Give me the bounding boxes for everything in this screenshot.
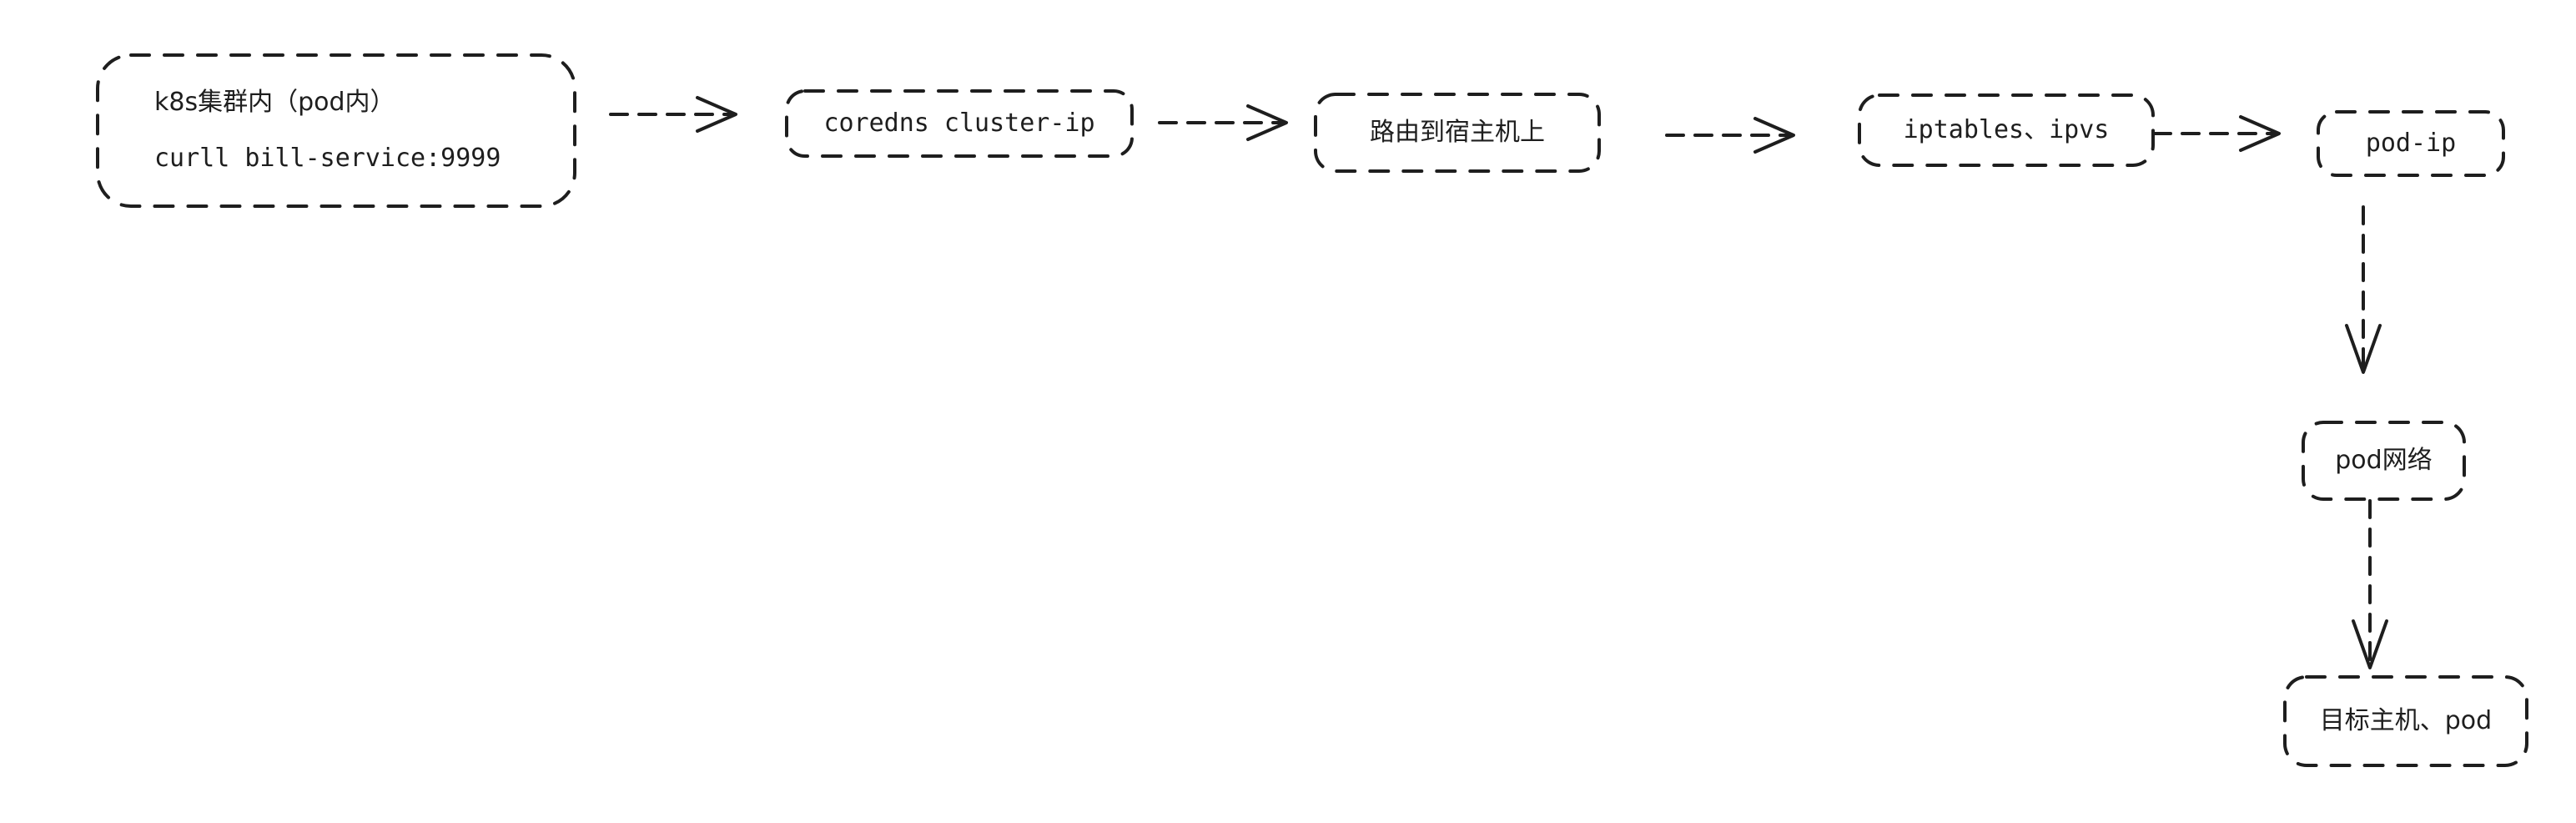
arrowhead-icon (2345, 324, 2382, 374)
node-coredns[interactable]: coredns cluster-ip (787, 91, 1132, 156)
node-source-label-line-1: k8s集群内（pod内） (154, 88, 395, 117)
node-podip[interactable]: pod-ip (2318, 112, 2503, 175)
node-coredns-border (785, 89, 1134, 158)
node-source-label-line-2: curll bill-service:9999 (154, 144, 501, 173)
arrowhead-icon (696, 96, 737, 133)
node-podnet[interactable]: pod网络 (2303, 422, 2464, 499)
node-podip-border (2317, 110, 2505, 177)
node-coredns-label: coredns cluster-ip (823, 109, 1095, 138)
node-route-border (1314, 93, 1601, 173)
node-iptables-border (1858, 93, 2155, 167)
node-podnet-label: pod网络 (2335, 446, 2433, 475)
node-source-border (96, 53, 576, 208)
node-target[interactable]: 目标主机、pod (2285, 677, 2527, 765)
node-target-border (2283, 675, 2528, 767)
node-route-label: 路由到宿主机上 (1370, 118, 1545, 147)
node-source[interactable]: k8s集群内（pod内） curll bill-service:9999 (98, 55, 575, 206)
arrowhead-icon (1753, 117, 1795, 154)
node-iptables[interactable]: iptables、ipvs (1859, 95, 2153, 165)
arrowhead-icon (1246, 104, 1288, 141)
arrowhead-icon (2352, 619, 2388, 669)
node-podnet-border (2302, 421, 2466, 501)
node-route[interactable]: 路由到宿主机上 (1316, 94, 1599, 171)
node-iptables-label: iptables、ipvs (1903, 115, 2110, 144)
node-target-label: 目标主机、pod (2319, 706, 2493, 735)
node-podip-label: pod-ip (2365, 129, 2457, 158)
arrowhead-icon (2239, 115, 2281, 152)
